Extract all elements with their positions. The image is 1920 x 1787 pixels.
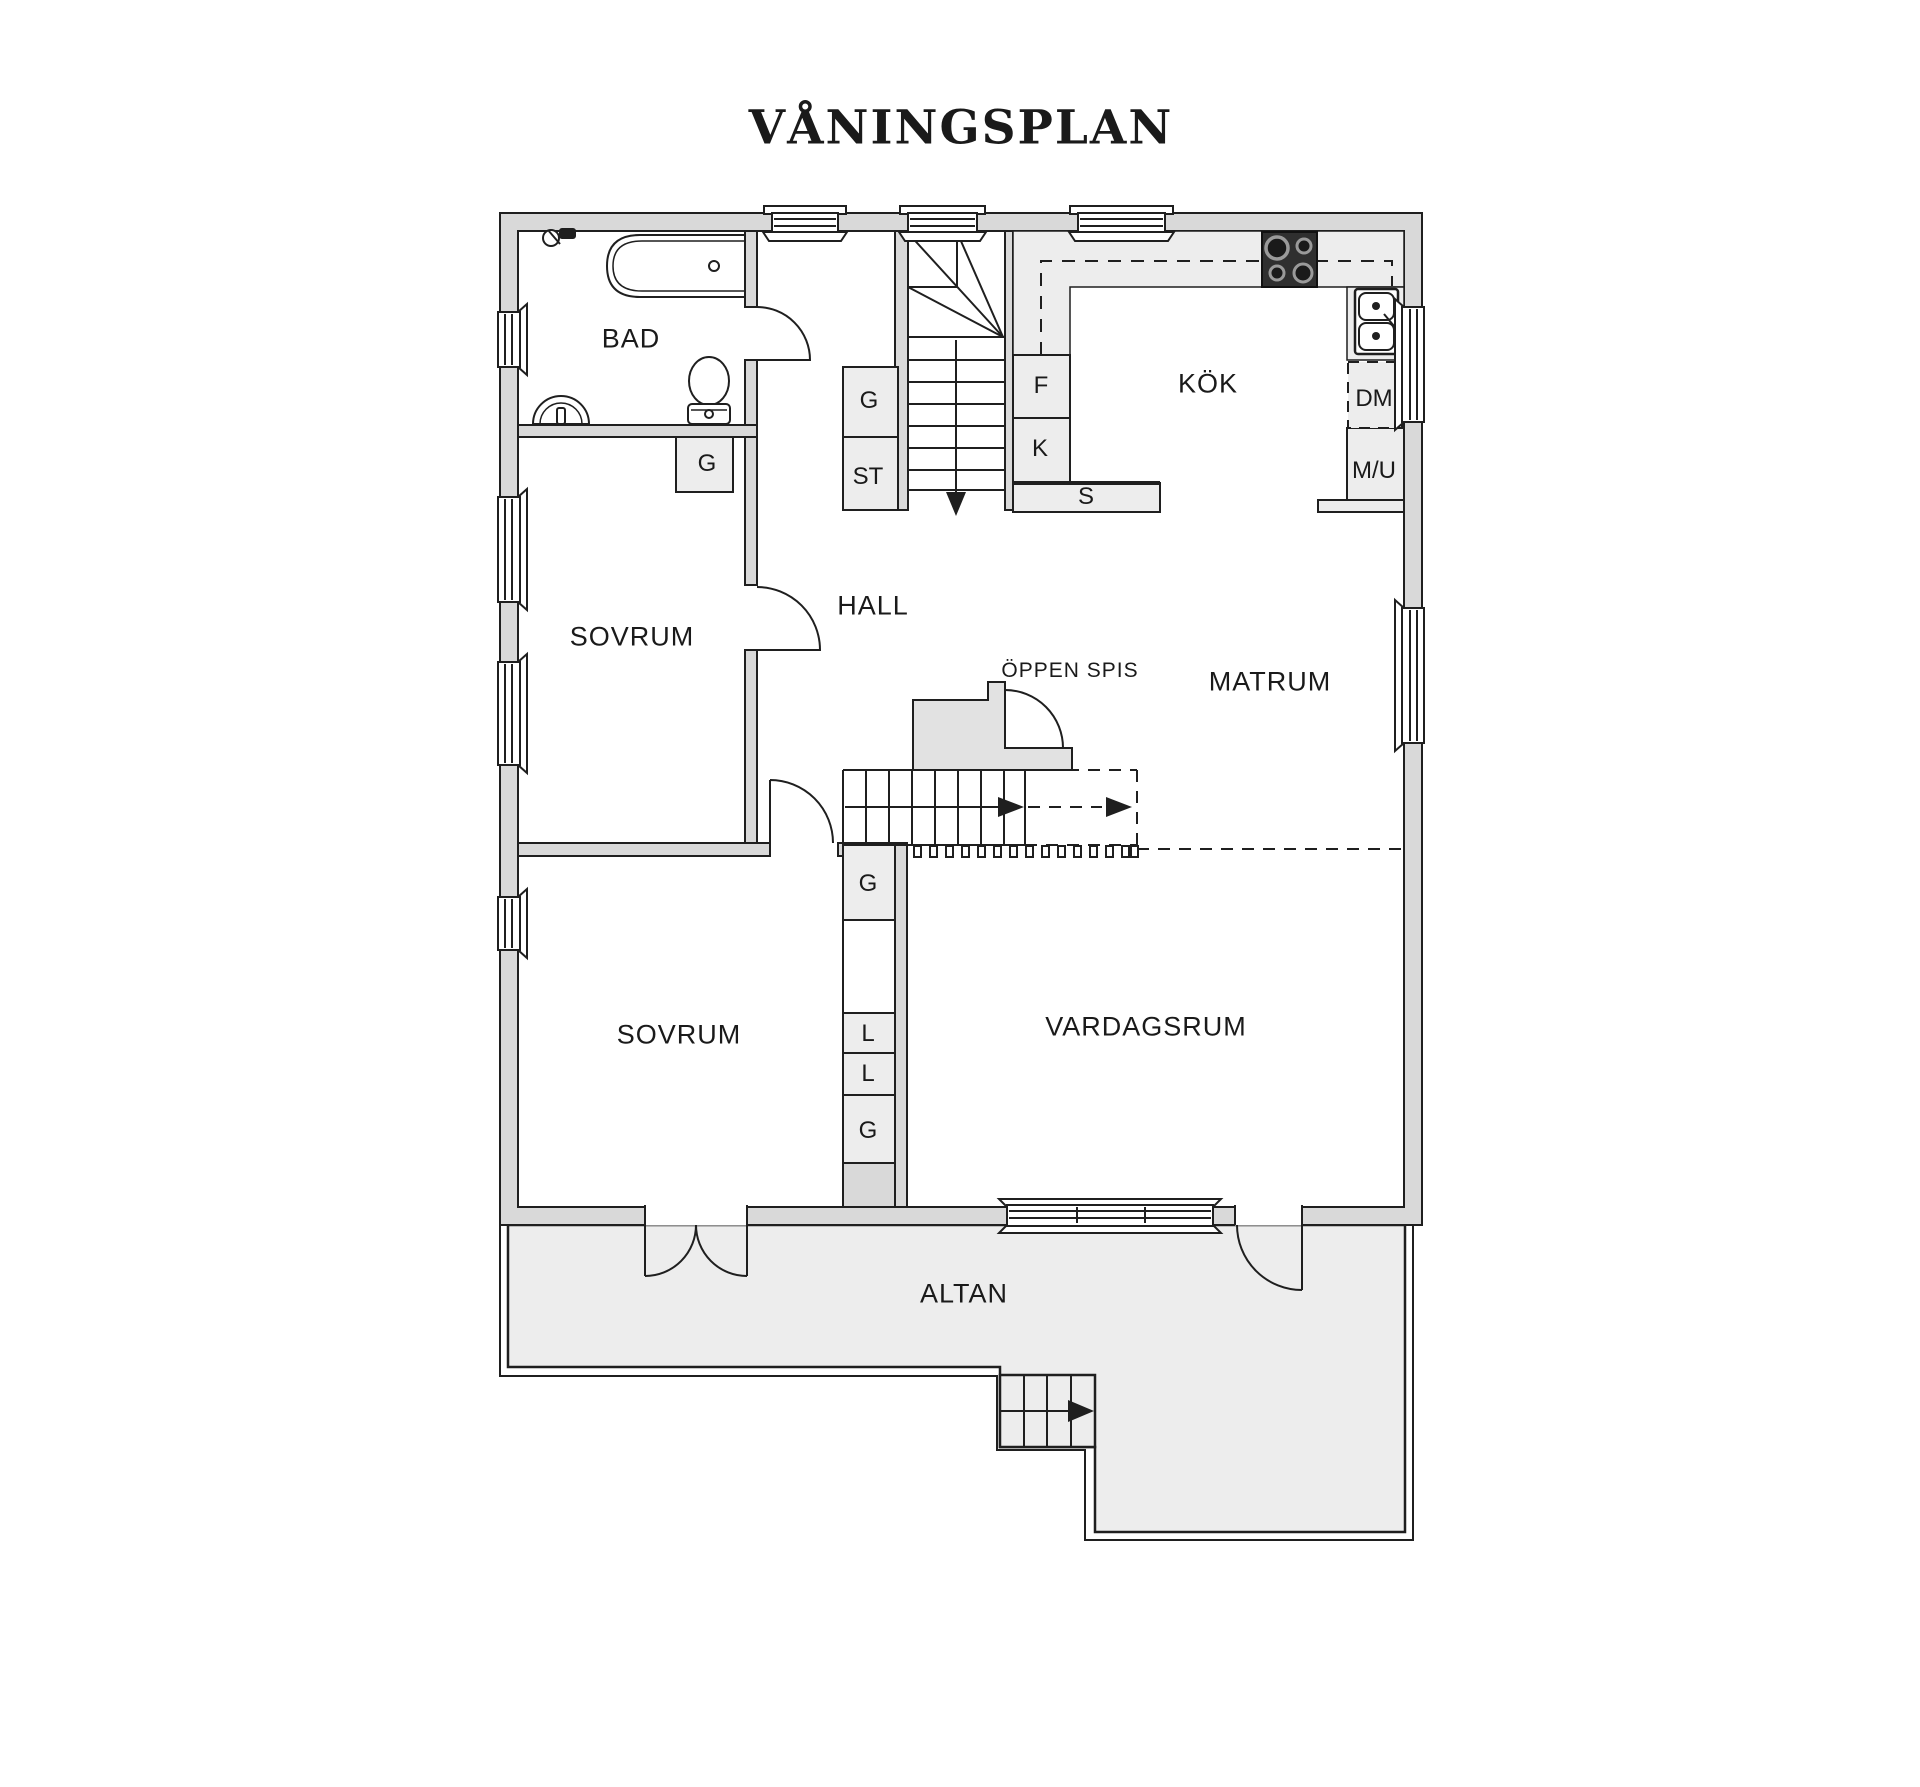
kitchen-sink-icon xyxy=(1353,287,1400,356)
closet-open-box xyxy=(842,919,896,1014)
railing-balusters xyxy=(913,845,1139,858)
freezer-box xyxy=(1012,417,1071,483)
label-st-closet: ST xyxy=(852,463,884,490)
bedroom1-right-wall-lower xyxy=(744,649,758,844)
livingroom-altan-door xyxy=(1236,1224,1303,1291)
window-top-2 xyxy=(897,205,988,242)
bedroom1-right-wall-upper xyxy=(744,436,758,586)
hall-closet-g-box xyxy=(842,366,899,438)
cabinet-boxes xyxy=(675,354,1405,1164)
toilet-icon xyxy=(687,356,731,425)
closet-bottom-stub xyxy=(842,1162,896,1208)
label-mu-micro: M/U xyxy=(1352,457,1396,484)
interior-walls xyxy=(517,230,1014,1208)
kitchen-counters xyxy=(1012,230,1405,361)
altan-steps-arrow xyxy=(1068,1400,1094,1422)
staircase-lower xyxy=(842,769,1404,850)
exterior-door-openings xyxy=(644,1204,1303,1226)
bedroom1-door xyxy=(756,586,822,651)
window-top-3 xyxy=(1067,205,1176,242)
fireplace xyxy=(912,681,1073,771)
room-label-matrum: MATRUM xyxy=(1208,666,1332,697)
room-label-sovrum-2: SOVRUM xyxy=(616,1019,742,1050)
room-label-hall: HALL xyxy=(837,590,909,621)
label-k-freezer: K xyxy=(1031,435,1049,462)
room-label-kok: KÖK xyxy=(1177,368,1239,399)
washbasin-icon xyxy=(531,395,591,425)
closet-right-wall xyxy=(894,842,908,1208)
label-g-closet-bottom: G xyxy=(858,1117,878,1144)
bedroom-divider-wall xyxy=(517,842,771,857)
window-bedroom1-b xyxy=(497,651,528,776)
room-label-vardagsrum: VARDAGSRUM xyxy=(1045,1011,1247,1042)
label-s-shelf: S xyxy=(1077,483,1095,510)
stairs-right-arrow xyxy=(998,797,1024,817)
label-l-closet-2: L xyxy=(861,1060,875,1087)
fridge-box xyxy=(1012,354,1071,419)
windows-top-wall xyxy=(761,205,1176,242)
label-g-bedroom1: G xyxy=(697,450,717,477)
shower-fixture-icon xyxy=(542,228,576,247)
label-g-hall: G xyxy=(859,387,879,414)
dishwasher-box xyxy=(1347,361,1403,429)
label-l-closet-1: L xyxy=(861,1020,875,1047)
staircase-up xyxy=(907,231,1005,516)
stove-icon xyxy=(1261,231,1318,288)
window-matrum xyxy=(1394,597,1425,754)
counter-shelf-bar xyxy=(1317,499,1405,513)
bathtub-icon xyxy=(605,234,746,298)
room-label-sovrum-1: SOVRUM xyxy=(569,621,695,652)
windows-left-wall xyxy=(497,301,528,961)
bathroom-right-wall-upper xyxy=(744,230,758,308)
room-label-altan: ALTAN xyxy=(919,1278,1009,1309)
label-oppen-spis: ÖPPEN SPIS xyxy=(1001,659,1139,682)
label-f-fridge: F xyxy=(1033,372,1049,399)
page-title: VÅNINGSPLAN xyxy=(748,100,1174,156)
stairs-dashed-arrow xyxy=(1106,797,1132,817)
stairs-down-arrow xyxy=(946,492,966,516)
hall-closet-st-box xyxy=(842,436,899,511)
altan-deck xyxy=(499,1223,1414,1541)
windows-right-wall xyxy=(1394,296,1425,754)
bathroom-bottom-wall xyxy=(517,424,758,438)
bedroom1-closet-g-box xyxy=(675,436,734,493)
upper-cabinets-dashed xyxy=(1040,260,1393,355)
closet-l1-box xyxy=(842,1012,896,1054)
micro-oven-box xyxy=(1346,427,1405,501)
altan-steps xyxy=(998,1373,1097,1449)
window-top-1 xyxy=(761,205,849,242)
bathroom-door xyxy=(756,306,812,361)
window-bedroom1-a xyxy=(497,486,528,613)
window-livingroom xyxy=(996,1198,1224,1234)
bedroom2-altan-double-door xyxy=(644,1224,748,1277)
closet-g2-box xyxy=(842,1094,896,1164)
stairwell-right-wall xyxy=(1004,230,1014,511)
window-kitchen xyxy=(1394,296,1425,433)
label-g-closet-top: G xyxy=(858,870,878,897)
bedroom2-door xyxy=(769,779,834,844)
window-bathroom xyxy=(497,301,528,378)
label-dm-dishwasher: DM xyxy=(1355,385,1393,412)
window-bedroom2 xyxy=(497,886,528,961)
door-swings xyxy=(644,306,1303,1291)
room-label-bad: BAD xyxy=(601,323,661,354)
